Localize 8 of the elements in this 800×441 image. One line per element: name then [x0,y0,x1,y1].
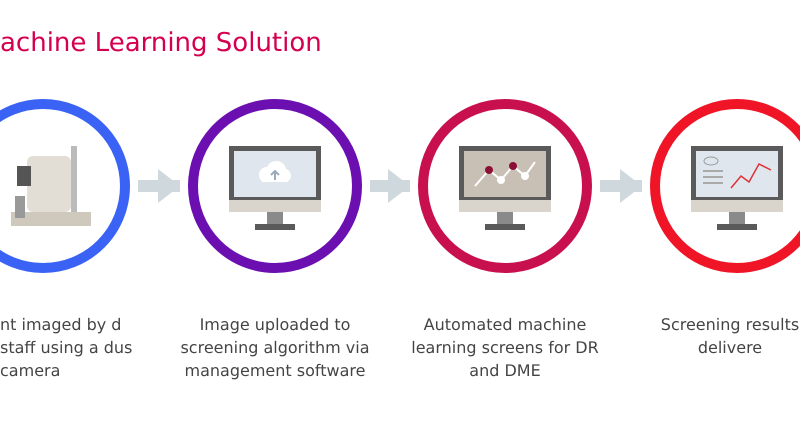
step-caption: nt imaged by d staff using a dus camera [0,314,134,382]
arrow [370,169,410,203]
step-caption: Image uploaded to screening algorithm via management software [179,314,371,382]
step-caption: Automated machine learning screens for DR and DME [410,314,600,382]
title: achine Learning Solution [0,28,322,58]
arrow [600,169,642,203]
step-caption: Screening results delivere [660,314,800,359]
arrow [138,169,180,203]
